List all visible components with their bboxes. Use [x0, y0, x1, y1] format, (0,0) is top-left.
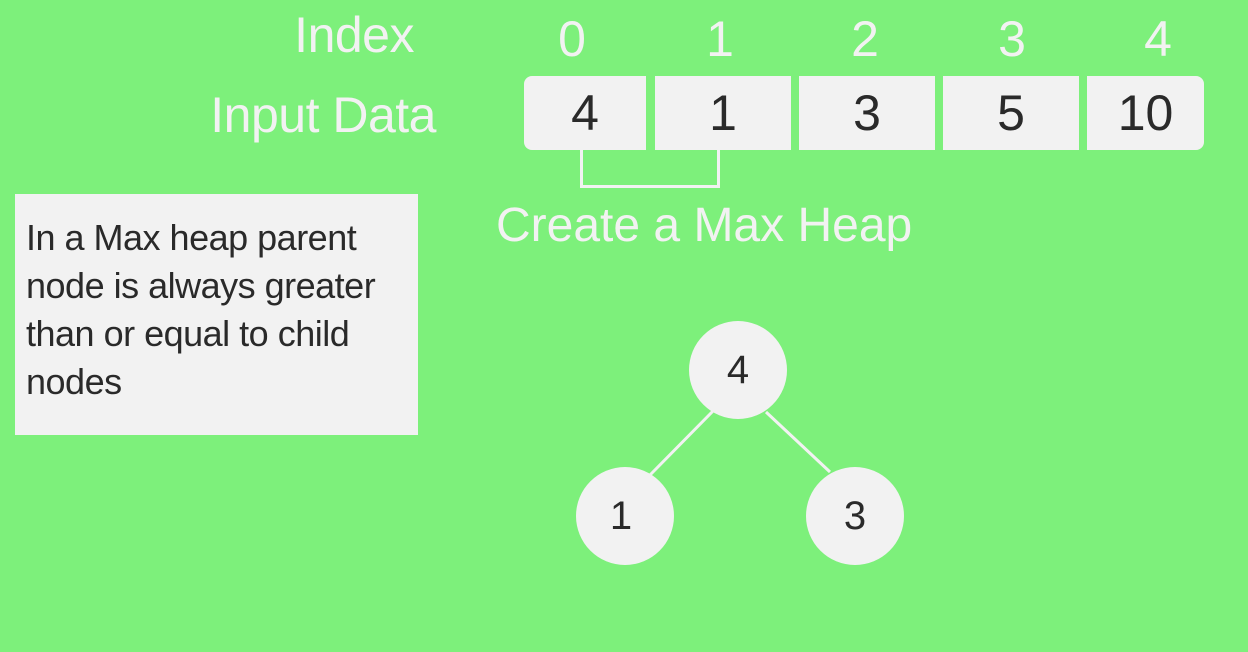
input-data-label: Input Data	[210, 87, 436, 143]
index-0: 0	[558, 11, 586, 67]
index-4: 4	[1144, 11, 1172, 67]
comparison-bracket	[580, 150, 720, 188]
index-2: 2	[851, 11, 879, 67]
array-cell-1: 1	[655, 76, 791, 150]
heap-node-root-label: 4	[727, 348, 749, 392]
index-3: 3	[998, 11, 1026, 67]
array-cell-0: 4	[524, 76, 646, 150]
heap-node-right-label: 3	[844, 494, 866, 538]
heap-node-right	[806, 467, 904, 565]
index-label: Index	[294, 7, 414, 63]
heap-node-root	[689, 321, 787, 419]
note-text: In a Max heap parent node is always grea…	[26, 217, 376, 402]
heap-node-left	[576, 467, 674, 565]
step-title: Create a Max Heap	[496, 199, 913, 252]
array-cell-2: 3	[799, 76, 935, 150]
array-cell-3: 5	[943, 76, 1079, 150]
array-cell-4: 10	[1087, 76, 1204, 150]
edge-root-right	[764, 410, 832, 474]
heap-node-left-label: 1	[610, 494, 632, 538]
edge-root-left	[648, 408, 716, 477]
note-box: In a Max heap parent node is always grea…	[15, 194, 418, 435]
index-1: 1	[706, 11, 734, 67]
